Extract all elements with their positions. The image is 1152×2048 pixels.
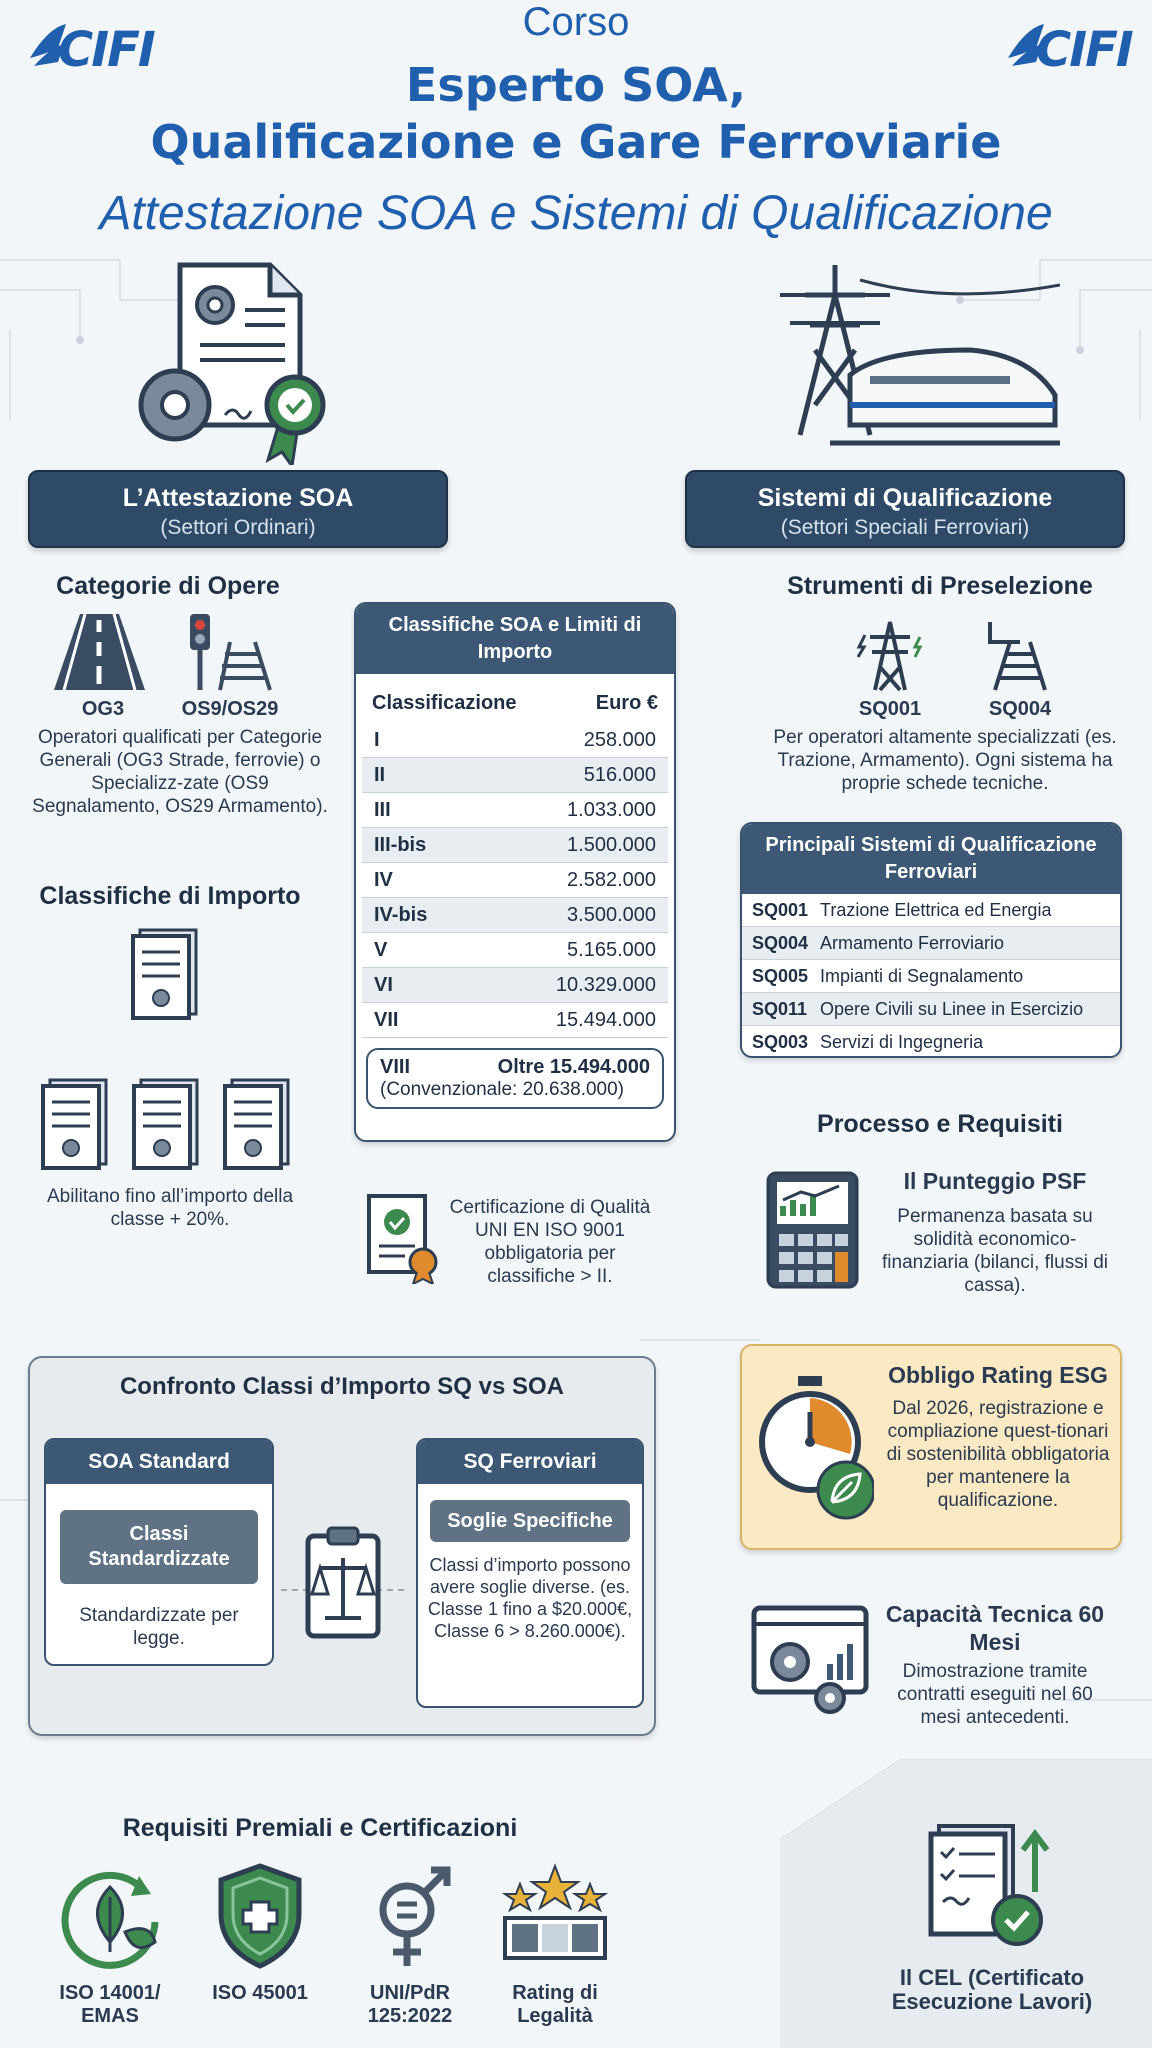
sq-systems-table: Principali Sistemi di Qualificazione Fer…: [740, 822, 1122, 1058]
og3-label: OG3: [81, 698, 125, 720]
sq-banner-title: Sistemi di Qualificazione: [757, 484, 1053, 512]
confronto-panel: Confronto Classi d’Importo SQ vs SOA SOA…: [28, 1356, 656, 1736]
capacita-description: Dimostrazione tramite contratti eseguiti…: [897, 1661, 1093, 1728]
logo-right: CIFI: [1006, 18, 1134, 78]
confronto-title: Confronto Classi d’Importo SQ vs SOA: [119, 1373, 565, 1400]
sq-ferroviari-head: SQ Ferroviari: [418, 1440, 642, 1484]
sq-banner: Sistemi di Qualificazione (Settori Speci…: [685, 470, 1125, 548]
premiale-rating-legalita: Rating di Legalità: [512, 1982, 598, 2027]
classifiche-description: Abilitano fino all’importo della classe …: [46, 1186, 294, 1230]
sq004-label: SQ004: [988, 698, 1052, 720]
premiale-iso14001: ISO 14001/ EMAS: [59, 1982, 161, 2027]
soa-table-title: Classifiche SOA e Limiti di Importo: [356, 604, 674, 674]
soa-row-viii: VIII Oltre 15.494.000 (Convenzionale: 20…: [366, 1048, 664, 1109]
soa-banner: L’Attestazione SOA (Settori Ordinari): [28, 470, 448, 548]
scale-clipboard-icon: [280, 1526, 406, 1639]
soa-col-classificazione: Classificazione: [372, 692, 517, 714]
capacita-title: Capacità Tecnica 60 Mesi: [885, 1601, 1105, 1655]
signal-rail-icon: [190, 614, 272, 691]
logo-text: CIFI: [58, 22, 156, 78]
leaf-cycle-icon: [61, 1871, 159, 1969]
soa-banner-title: L’Attestazione SOA: [122, 484, 354, 512]
road-icon: [54, 613, 145, 691]
rail-track-icon: [988, 622, 1047, 691]
categorie-heading: Categorie di Opere: [56, 572, 280, 600]
premiali-heading: Requisiti Premiali e Certificazioni: [122, 1814, 518, 1842]
sq001-label: SQ001: [858, 698, 922, 720]
iso-9001-note: Certificazione di Qualità UNI EN ISO 900…: [449, 1197, 651, 1287]
header-line-2: Esperto SOA,: [405, 58, 747, 112]
header-subtitle: Attestazione SOA e Sistemi di Qualificaz…: [99, 187, 1053, 240]
esg-title: Obbligo Rating ESG: [888, 1362, 1108, 1388]
documents-row-icon: [41, 1078, 290, 1170]
soa-standard-description: Standardizzate per legge.: [79, 1605, 239, 1649]
cel-label: Il CEL (Certificato Esecuzione Lavori): [891, 1965, 1093, 2014]
star-rating-icon: [501, 1863, 609, 1960]
processo-heading: Processo e Requisiti: [817, 1110, 1063, 1138]
logo-text: CIFI: [1036, 22, 1134, 78]
logo-wing-icon: [30, 24, 66, 66]
soa-standard-tag: Classi Standardizzate: [60, 1510, 258, 1584]
categorie-description: Operatori qualificati per Categorie Gene…: [32, 727, 328, 817]
premiale-uni-pdr: UNI/PdR 125:2022: [367, 1982, 453, 2027]
soa-table-header: Classificazione Euro €: [356, 674, 674, 723]
logo-left: CIFI: [28, 18, 156, 78]
browser-gears-chart-icon: [751, 1605, 869, 1714]
strumenti-description: Per operatori altamente specializzati (e…: [773, 727, 1117, 794]
header-line-3: Qualificazione e Gare Ferroviarie: [150, 115, 1002, 169]
premiale-iso45001: ISO 45001: [212, 1982, 308, 2004]
classifiche-heading: Classifiche di Importo: [39, 882, 301, 910]
soa-standard-head: SOA Standard: [46, 1440, 272, 1484]
stopwatch-leaf-icon: [759, 1376, 874, 1520]
esg-rating-card: Obbligo Rating ESG Dal 2026, registrazio…: [740, 1344, 1122, 1550]
sq-ferroviari-description: Classi d’importo possono avere soglie di…: [427, 1555, 633, 1641]
calculator-chart-icon: [766, 1171, 859, 1289]
header-line-1: Corso: [522, 0, 630, 44]
sq-banner-subtitle: (Settori Speciali Ferroviari): [780, 516, 1030, 539]
soa-viii-value: Oltre 15.494.000: [497, 1056, 650, 1078]
cel-certificate-icon: [928, 1824, 1050, 1946]
os9-os29-label: OS9/OS29: [181, 698, 279, 720]
esg-description: Dal 2026, registrazione e compliazione q…: [886, 1398, 1110, 1511]
soa-banner-subtitle: (Settori Ordinari): [160, 516, 316, 539]
soa-classifiche-table: Classifiche SOA e Limiti di Importo Clas…: [354, 602, 676, 1142]
document-certificate-gears-icon: [138, 262, 326, 465]
electric-pylon-icon: [856, 621, 923, 692]
strumenti-heading: Strumenti di Preselezione: [787, 572, 1093, 600]
document-stack-icon: [131, 928, 198, 1020]
sq-ferroviari-card: SQ Ferroviari Soglie Specifiche Classi d…: [416, 1438, 644, 1708]
psf-title: Il Punteggio PSF: [903, 1168, 1087, 1194]
soa-viii-note: (Convenzionale: 20.638.000): [380, 1079, 625, 1100]
soa-standard-card: SOA Standard Classi Standardizzate Stand…: [44, 1438, 274, 1666]
pylon-train-icon: [780, 265, 1060, 446]
health-shield-icon: [218, 1863, 302, 1969]
gender-equality-icon: [379, 1866, 451, 1966]
sq-table-title: Principali Sistemi di Qualificazione Fer…: [742, 824, 1120, 894]
logo-wing-icon: [1008, 24, 1044, 66]
sq-ferroviari-tag: Soglie Specifiche: [430, 1500, 630, 1542]
psf-description: Permanenza basata su solidità economico-…: [882, 1206, 1108, 1296]
soa-col-euro: Euro €: [595, 692, 658, 714]
quality-certificate-icon: [367, 1194, 438, 1284]
soa-viii-class: VIII: [380, 1056, 411, 1078]
